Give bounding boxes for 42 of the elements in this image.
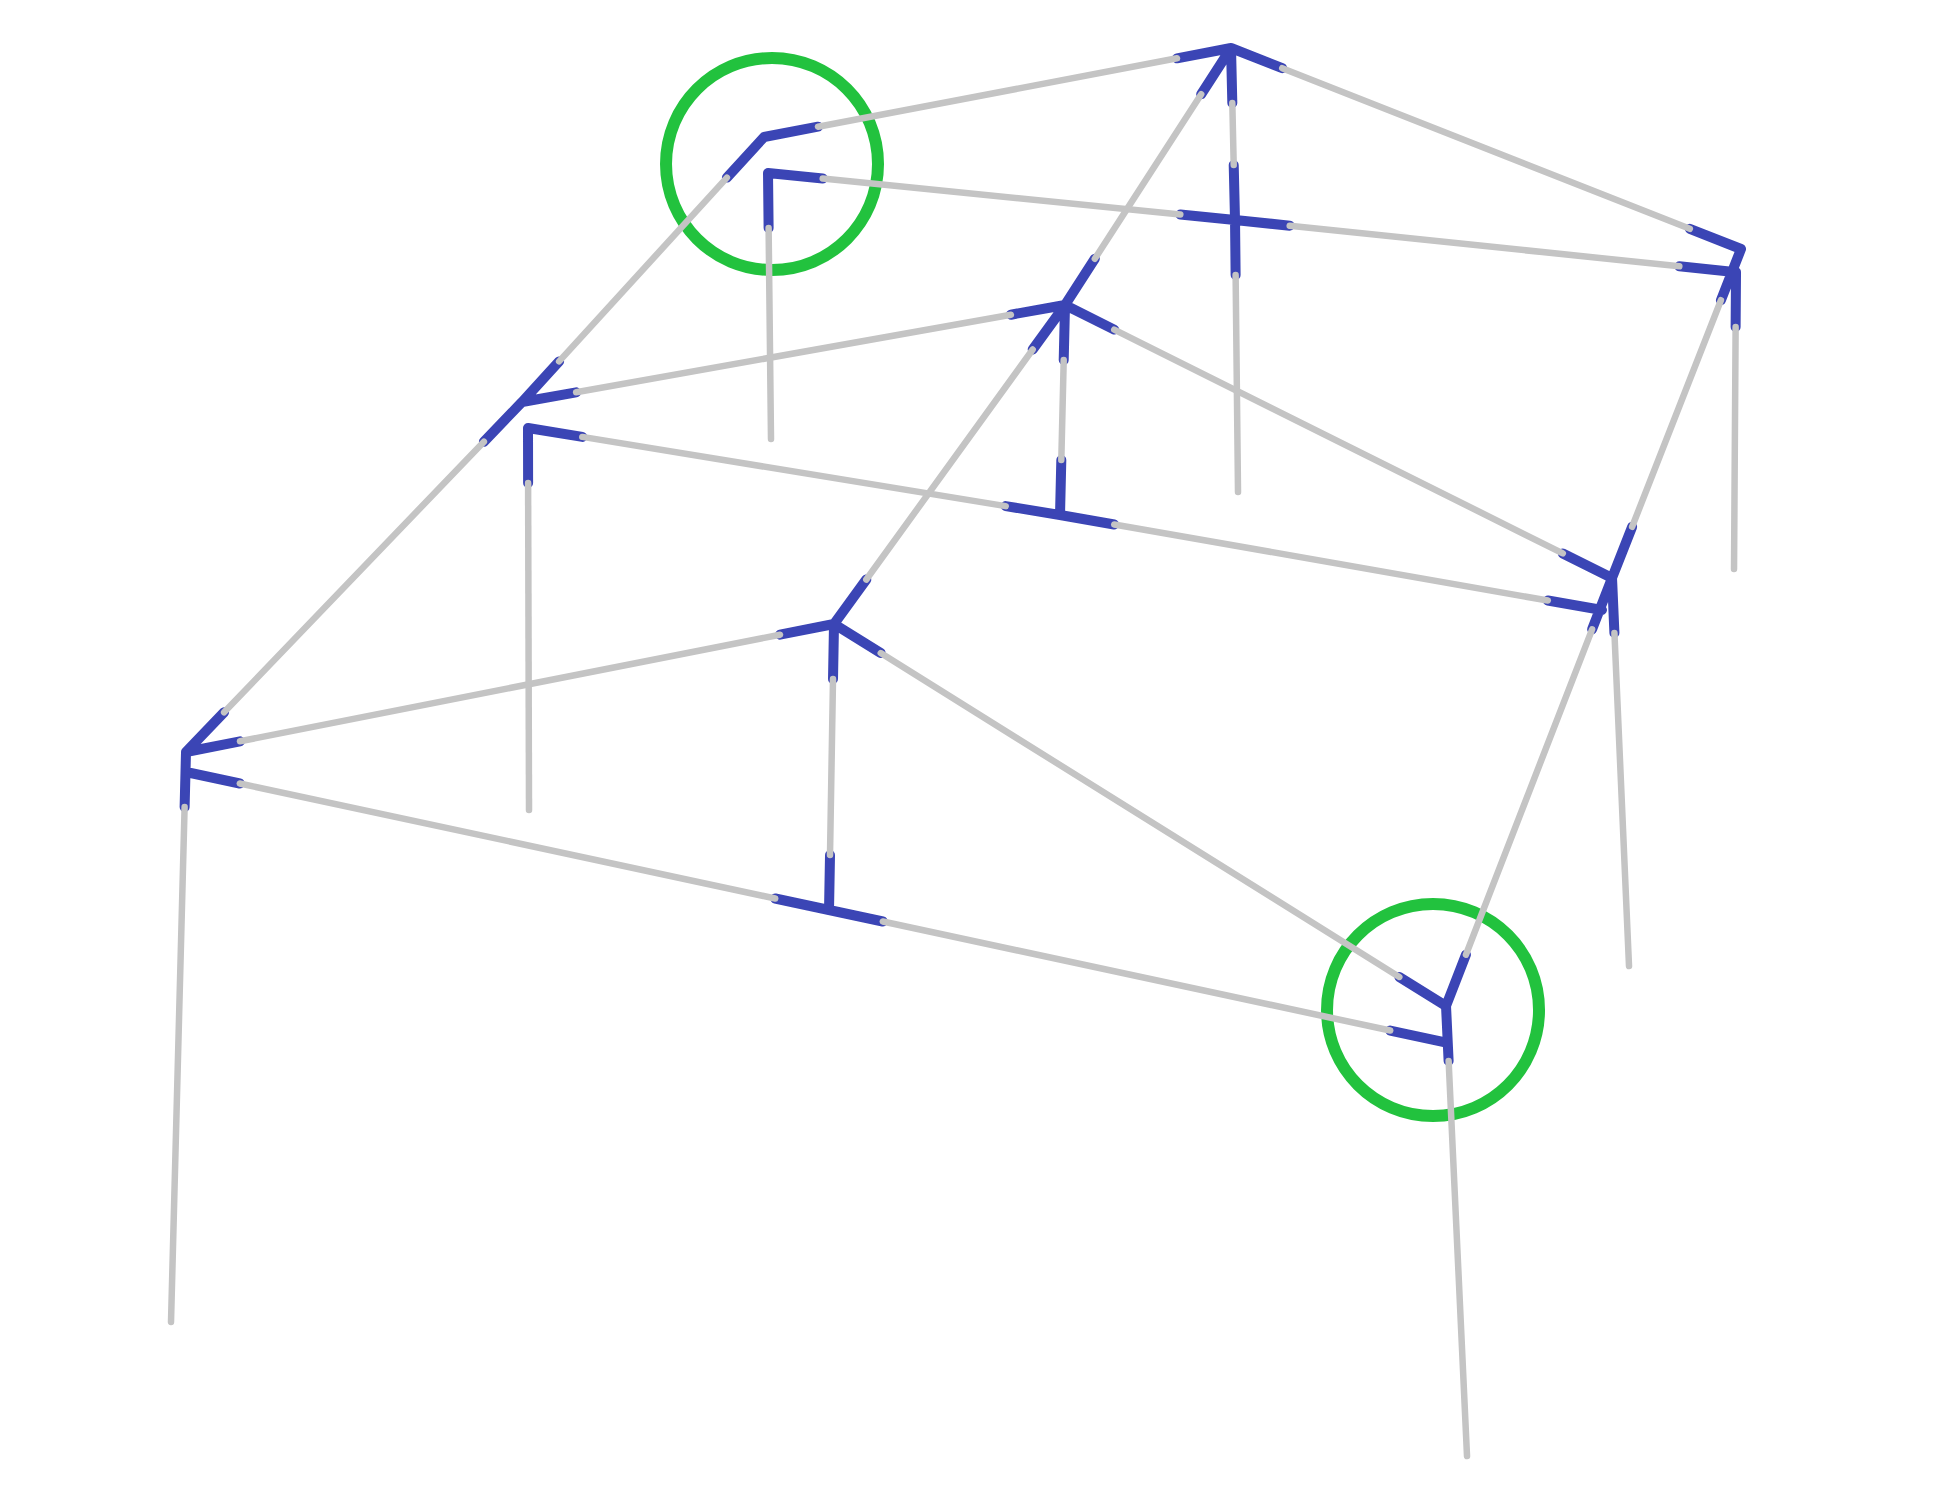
pole — [1110, 521, 1552, 604]
pole — [1091, 90, 1205, 263]
pole — [863, 346, 1036, 583]
pole — [826, 675, 837, 859]
pipe-connector — [179, 707, 245, 812]
pole — [814, 55, 1181, 130]
pipe-connector — [770, 850, 888, 927]
pipe-connector — [721, 121, 828, 233]
pole — [555, 174, 731, 365]
pipe-connector — [775, 574, 886, 684]
pole — [1611, 629, 1633, 970]
pipe-connector — [1000, 455, 1120, 530]
pipe-connector — [478, 356, 588, 488]
pole — [1229, 99, 1237, 169]
pole — [1628, 296, 1725, 531]
pole — [236, 780, 779, 902]
pole — [524, 479, 533, 814]
pole — [572, 311, 1015, 396]
pipe-connector — [1674, 223, 1746, 332]
pole — [1232, 271, 1242, 496]
pole — [1058, 356, 1067, 464]
pole — [1445, 1057, 1471, 1460]
pole — [579, 433, 1009, 510]
pipe-connector — [1542, 521, 1638, 638]
pole — [879, 918, 1394, 1034]
pipe-connector — [1385, 949, 1471, 1066]
pipe-connector — [1175, 160, 1295, 280]
highlight-circle — [1321, 898, 1545, 1122]
pole — [765, 224, 775, 443]
pole — [1286, 222, 1683, 270]
pole — [167, 803, 188, 1326]
pole — [1462, 626, 1596, 958]
pole — [819, 175, 1184, 218]
pole — [1278, 64, 1694, 233]
pole — [1110, 326, 1567, 557]
pole — [877, 649, 1403, 981]
highlight-circle — [660, 52, 884, 276]
pole — [1730, 323, 1739, 573]
pole — [220, 438, 488, 716]
pipe-connector — [1172, 43, 1288, 108]
pipe-connector — [1005, 253, 1120, 365]
pole — [236, 631, 784, 745]
